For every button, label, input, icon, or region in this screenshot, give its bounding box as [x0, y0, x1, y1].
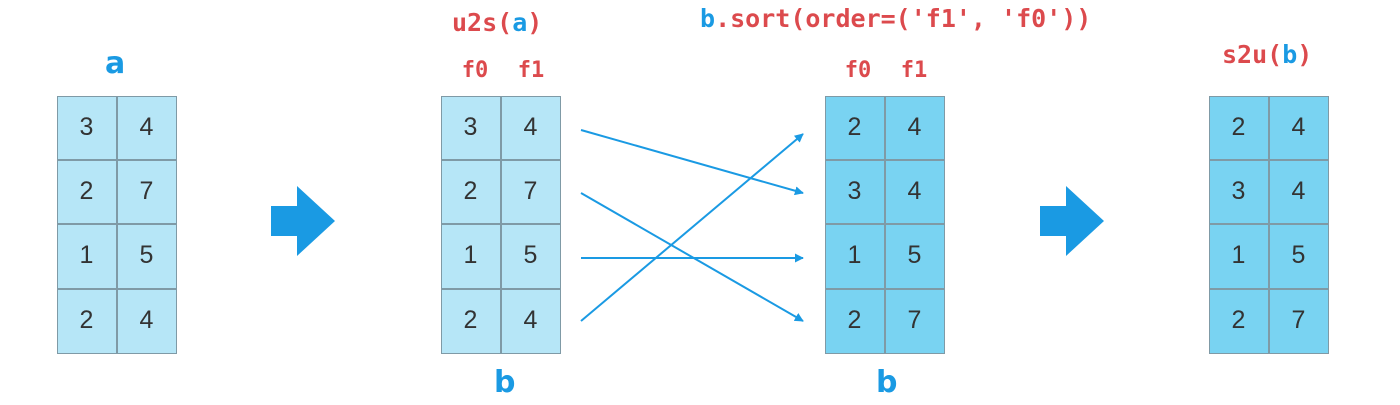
table-b-sorted: 2 4 3 4 1 5 2 7: [825, 96, 945, 354]
table-a-cell: 7: [139, 177, 154, 205]
column-divider: [884, 96, 886, 354]
table-a-cell: 4: [139, 306, 154, 334]
row-divider: [1209, 288, 1329, 290]
row-divider: [57, 223, 177, 225]
sort-object: b: [700, 4, 716, 33]
table-a: 3 4 2 7 1 5 2 4: [57, 96, 177, 354]
table-s2u-cell: 3: [1231, 177, 1246, 205]
table3-header-f0: f0: [844, 58, 872, 83]
table3-header-f1: f1: [900, 58, 928, 83]
row-divider: [57, 159, 177, 161]
table-b-structured: 3 4 2 7 1 5 2 4: [441, 96, 561, 354]
u2s-close-paren: ): [527, 8, 543, 37]
mapping-arrow: [580, 133, 804, 322]
right-arrow-icon: [1040, 186, 1104, 256]
array-a-label: a: [105, 46, 126, 81]
table-s2u-cell: 2: [1231, 306, 1246, 334]
table-s2u-cell: 4: [1291, 177, 1306, 205]
row-divider: [57, 288, 177, 290]
table-a-cell: 2: [79, 177, 94, 205]
table-b-cell: 1: [463, 241, 478, 269]
table2-header-f0: f0: [461, 58, 489, 83]
s2u-open-paren: (: [1267, 40, 1283, 69]
row-divider: [825, 288, 945, 290]
table-b-sorted-cell: 2: [847, 113, 862, 141]
table-a-cell: 4: [139, 113, 154, 141]
table-b-sorted-cell: 2: [847, 306, 862, 334]
column-divider: [116, 96, 118, 354]
table-b-cell: 2: [463, 177, 478, 205]
table-s2u-cell: 2: [1231, 113, 1246, 141]
row-divider: [1209, 223, 1329, 225]
table-b-cell: 4: [523, 306, 538, 334]
table-b-sorted-cell: 3: [847, 177, 862, 205]
table-b-sorted-cell: 7: [907, 306, 922, 334]
sort-method: .sort(order=('f1', 'f0')): [715, 4, 1092, 33]
table-s2u-cell: 7: [1291, 306, 1306, 334]
table2-header-f1: f1: [517, 58, 545, 83]
table-a-cell: 5: [139, 241, 154, 269]
u2s-call-label: u2s(a): [452, 8, 542, 37]
table-s2u-cell: 4: [1291, 113, 1306, 141]
table-b-sorted-cell: 4: [907, 177, 922, 205]
right-arrow-icon: [271, 186, 335, 256]
table-b-cell: 3: [463, 113, 478, 141]
row-divider: [825, 159, 945, 161]
row-divider: [825, 223, 945, 225]
table-b-sorted-cell: 4: [907, 113, 922, 141]
table-b-cell: 2: [463, 306, 478, 334]
mapping-arrow: [580, 129, 804, 196]
table-b-sorted-cell: 1: [847, 241, 862, 269]
table-b-sorted-cell: 5: [907, 241, 922, 269]
s2u-arg: b: [1282, 40, 1298, 69]
table-a-cell: 1: [79, 241, 94, 269]
s2u-func-name: s2u: [1222, 40, 1268, 69]
s2u-close-paren: ): [1297, 40, 1313, 69]
table-b-cell: 4: [523, 113, 538, 141]
table-s2u-cell: 1: [1231, 241, 1246, 269]
table-b-cell: 7: [523, 177, 538, 205]
column-divider: [500, 96, 502, 354]
u2s-open-paren: (: [497, 8, 513, 37]
table-s2u-result: 2 4 3 4 1 5 2 7: [1209, 96, 1329, 354]
table-b-label: b: [494, 365, 516, 400]
table-b-cell: 5: [523, 241, 538, 269]
s2u-call-label: s2u(b): [1222, 40, 1312, 69]
table-s2u-cell: 5: [1291, 241, 1306, 269]
column-divider: [1268, 96, 1270, 354]
row-divider: [441, 223, 561, 225]
row-divider: [441, 159, 561, 161]
table-a-cell: 3: [79, 113, 94, 141]
u2s-func-name: u2s: [452, 8, 498, 37]
table-b-sorted-label: b: [876, 365, 898, 400]
row-divider: [1209, 159, 1329, 161]
table-a-cell: 2: [79, 306, 94, 334]
row-divider: [441, 288, 561, 290]
u2s-arg: a: [512, 8, 528, 37]
sort-call-label: b.sort(order=('f1', 'f0')): [700, 4, 1091, 33]
